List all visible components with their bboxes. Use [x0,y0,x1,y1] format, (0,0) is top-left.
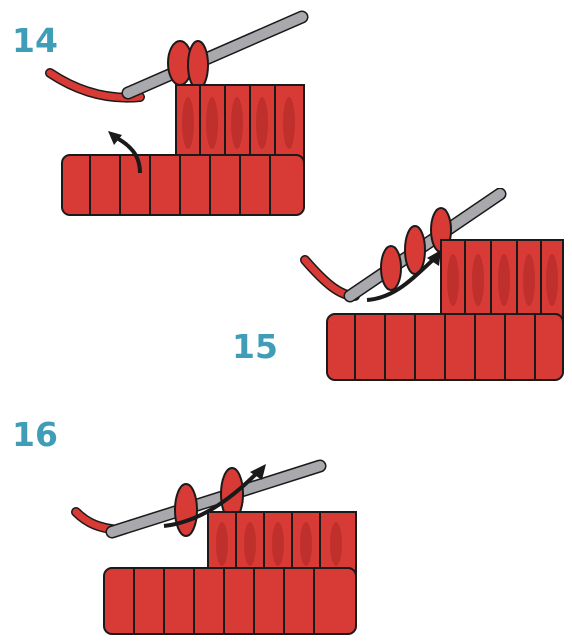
crochet-hook-insert-icon [295,188,567,388]
crochet-hook-yarn-over-icon [40,5,320,230]
step-number-16: 16 [12,418,58,451]
step-number-15: 15 [232,330,278,363]
crochet-hook-pull-through-icon [68,452,368,640]
